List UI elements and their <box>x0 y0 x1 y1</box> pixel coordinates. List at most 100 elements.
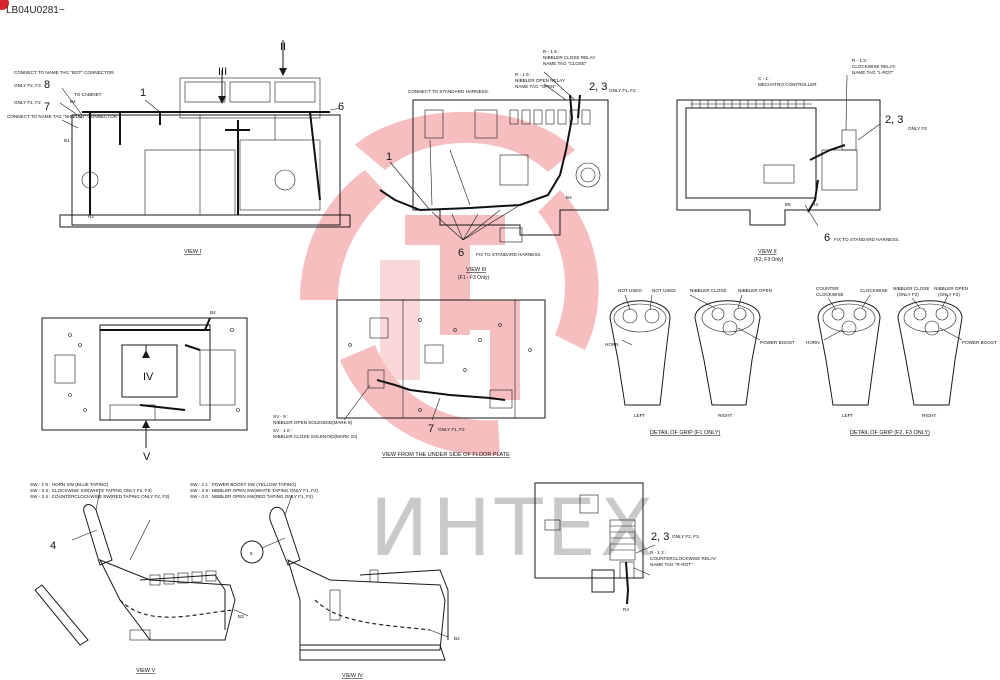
grip-f2f3-horn: HORN <box>806 340 820 345</box>
view-ii-subcaption: (F2, F3 Only) <box>754 257 784 263</box>
view-i-r2: R2 <box>88 214 94 219</box>
grip-f2f3-power-boost: POWER BOOST <box>962 340 997 345</box>
view-iii-r16-desc1: NIBBLER CLOSE RELAY <box>543 55 596 60</box>
grip-f2f3-nibbler-open: NIBBLER OPEN <box>934 286 968 291</box>
view-i-only-f2f3: ONLY F2, F3 <box>14 83 41 88</box>
view-v-sw33: SW - 3 3 : CLOCKWISE SW(WHITE TAPING ONL… <box>30 488 152 493</box>
grip-f1-drawing <box>609 294 761 406</box>
relay-callout-23: 2, 3 <box>651 531 669 543</box>
relay-r12-desc2: NAME TAG "R-ROT" <box>650 562 693 567</box>
view-iii-r15: R - 1 5 : <box>515 72 531 77</box>
view-v-callout-4: 4 <box>50 540 56 552</box>
view-ii-r13-desc1: CLOCKWISE RELAY <box>852 64 896 69</box>
view-v-sw34: SW - 3 4 : COUNTERCLOCKWISE SW(RED TAPIN… <box>30 494 170 499</box>
relay-r4: R4 <box>623 607 629 612</box>
view-i-connect-nibbler: CONNECT TO NAME TAG "NIBBLER" CONNECTOR. <box>7 114 118 119</box>
grip-f2f3-clockwise: CLOCKWISE <box>860 288 888 293</box>
grip-f1-caption: DETAIL OF GRIP (F1 ONLY) <box>650 430 721 436</box>
view-iv-callout-5-circle <box>240 540 264 564</box>
view-i-b1: B1 <box>64 138 70 143</box>
grip-f1-nibbler-close: NIBBLER CLOSE <box>690 288 727 293</box>
grip-f1-not-used1: NOT USED <box>618 288 642 293</box>
view-iii-drawing <box>379 71 609 243</box>
view-ii-r13: R - 1 3 : <box>852 58 868 63</box>
view-v-drawing <box>34 489 249 646</box>
view-i-b4: B4 <box>70 99 76 104</box>
floor-sv9-desc: NIBBLER OPEN SOLENOID(MARK 9) <box>273 420 353 425</box>
view-ii-c1: C - 1 : <box>758 76 771 81</box>
view-v-sw19: SW - 1 9 : HORN SW (BLUE TAPING) <box>30 482 109 487</box>
view-i-drawing <box>59 40 351 228</box>
view-i-connect-bot: CONNECT TO NAME TAG "BOT" CONNECTOR. <box>14 70 115 75</box>
view-i-to-cabinet: TO CABINET <box>74 92 102 97</box>
floor-only-f1f2: ONLY F1, F2 <box>438 427 465 432</box>
grip-f1-power-boost: POWER BOOST <box>760 340 795 345</box>
view-iii-callout-1: 1 <box>386 151 392 163</box>
view-iii-subcaption: (F1 - F3 Only) <box>458 275 489 281</box>
grip-f2f3-counter1: COUNTER <box>816 286 839 291</box>
view-ii-only-f2: ONLY F2 <box>908 126 927 131</box>
grip-f2f3-nibbler-open-sub: (ONLY F2) <box>938 292 960 297</box>
view-v-b3: B3 <box>238 614 244 619</box>
plate-drawing <box>41 317 248 448</box>
view-iii-callout-23: 2, 3 <box>589 81 607 93</box>
floor-plate-drawing <box>336 299 546 421</box>
view-iv-callout-5: 5 <box>250 551 253 556</box>
view-iii-connect-std: CONNECT TO STANDARD HARNESS. <box>408 89 489 94</box>
floor-callout-7: 7 <box>428 423 434 435</box>
view-ii-callout-6: 6 <box>824 232 830 244</box>
view-v-caption: VIEW V <box>136 668 156 674</box>
watermark-text: ИНТЕХ <box>370 484 657 574</box>
grip-f1-nibbler-open: NIBBLER OPEN <box>738 288 772 293</box>
view-iv-b2: B2 <box>454 636 460 641</box>
view-i-callout-7: 7 <box>44 101 50 113</box>
view-iii-r16-desc2: NAME TAG "CLOSE" <box>543 61 587 66</box>
grip-f1-not-used2: NOT USED <box>652 288 676 293</box>
grip-f1-left: LEFT <box>634 413 645 418</box>
plate-b4: B4 <box>210 310 216 315</box>
view-iii-r16: R - 1 6 : <box>543 49 559 54</box>
view-i-callout-6: 6 <box>338 101 344 113</box>
view-ii-b5: B5 <box>785 202 791 207</box>
grip-f2f3-left: LEFT <box>842 413 853 418</box>
view-ii-c1-desc: MECHATRO CONTROLLER <box>758 82 817 87</box>
view-i-callout-8: 8 <box>44 79 50 91</box>
plate-callout-V: V <box>143 451 151 463</box>
view-i-only-f1f2: ONLY F1, F2 <box>14 100 41 105</box>
floor-sv9: SV - 9 : <box>273 414 288 419</box>
floor-caption: VIEW FROM THE UNDER SIDE OF FLOOR PLATE <box>382 452 510 458</box>
view-iii-r15-desc2: NAME TAG "OPEN" <box>515 84 556 89</box>
grip-f2f3-drawing <box>817 294 963 406</box>
relay-r12: R - 1 2 : <box>650 550 666 555</box>
view-i-callout-1: 1 <box>140 87 146 99</box>
doc-code: LB04U0281~ <box>6 5 65 16</box>
view-iv-sw21: SW - 2 1 : POWER BOOST SW (YELLOW TAPING… <box>190 482 297 487</box>
view-iii-only-f1f2: ONLY F1, F2 <box>609 88 636 93</box>
view-iii-b4: B4 <box>566 195 572 200</box>
view-iv-sw29: SW - 2 9 : NIBBLER OPEN SW(WHITE TAPING … <box>190 488 319 493</box>
view-iv-sw30: SW - 3 0 : NIBBLER OPEN SW(RED TAPING ON… <box>190 494 313 499</box>
view-ii-drawing <box>676 74 881 227</box>
floor-sv10-desc: NIBBLER CLOSE SOLENOID(MARK 10) <box>273 434 358 439</box>
floor-sv10: SV - 1 0 : <box>273 428 292 433</box>
view-ii-caption: VIEW II <box>758 249 777 255</box>
grip-f1-right: RIGHT <box>718 413 732 418</box>
grip-f1-horn: HORN <box>605 342 619 347</box>
view-ii-r4: R4 <box>812 202 818 207</box>
view-ii-r13-desc2: NAME TAG "L-ROT" <box>852 70 894 75</box>
view-i-caption: VIEW I <box>184 249 202 255</box>
relay-r12-desc1: COUNTERCLOCKWISE RELAY <box>650 556 716 561</box>
relay-only-f2f3: ONLY F2, F3 <box>672 534 699 539</box>
relay-detail-drawing <box>534 482 656 605</box>
view-iii-caption: VIEW III <box>466 267 487 273</box>
watermark-logo <box>300 111 599 456</box>
view-i-callout-III: III <box>218 66 227 78</box>
view-i-callout-II: II <box>280 41 286 53</box>
view-iii-r15-desc1: NIBBLER OPEN RELAY <box>515 78 565 83</box>
view-iii-fix-std: FIX TO STANDARD HARNESS. <box>476 252 542 257</box>
grip-f2f3-nibbler-close: NIBBLER CLOSE <box>893 286 930 291</box>
grip-f2f3-right: RIGHT <box>922 413 936 418</box>
grip-f2f3-counter2: CLOCKWISE <box>816 292 844 297</box>
